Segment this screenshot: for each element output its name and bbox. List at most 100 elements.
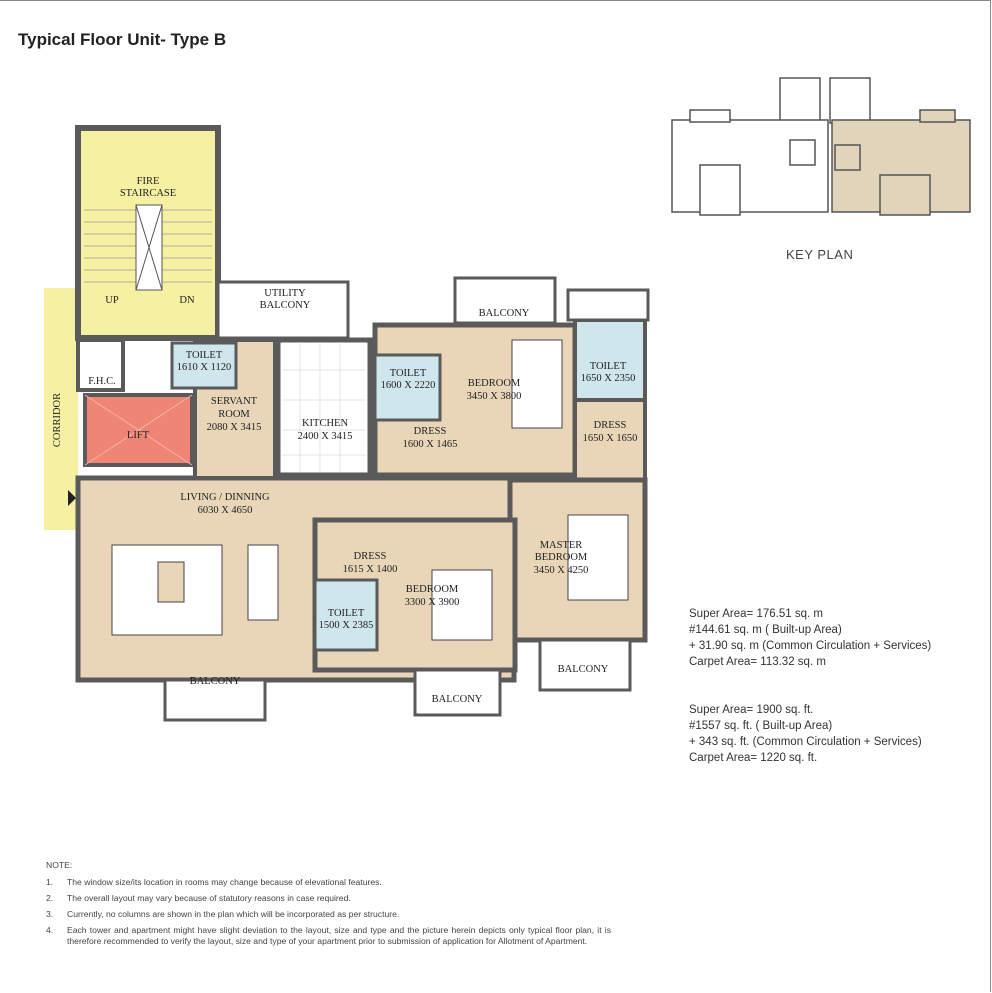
note-item: 1. The window size/its location in rooms … [46,877,611,888]
area-details: Super Area= 176.51 sq. m #144.61 sq. m (… [689,606,931,766]
label-dress-3: DRESS [354,551,387,562]
toilet-3-area [313,578,379,652]
label-toilet-servant: TOILET [186,350,223,361]
toilet-servant-area [170,341,238,390]
label-master-2: BEDROOM [535,552,588,563]
fhc-area [76,338,125,392]
note-number: 2. [46,893,54,903]
note-number: 3. [46,909,54,919]
label-master: MASTER [540,540,583,551]
label-dress-2-dim: 1650 X 1650 [583,433,638,444]
note-number: 1. [46,877,54,887]
note-text: Each tower and apartment might have slig… [67,925,611,946]
master-bed [567,514,629,601]
entry-arrow-icon [68,490,76,506]
label-living: LIVING / DINNING [180,492,270,503]
balcony-living-area [163,678,267,722]
label-utility: UTILITY [264,288,306,299]
label-toilet-3-dim: 1500 X 2385 [319,620,374,631]
label-toilet-2-dim: 1650 X 2350 [581,373,636,384]
label-bedroom-1: BEDROOM [468,378,521,389]
label-fire-staircase-2: STAIRCASE [120,188,176,199]
note-text: The window size/its location in rooms ma… [67,877,382,887]
super-area-metric: Super Area= 176.51 sq. m [689,608,823,620]
label-dress-2: DRESS [594,420,627,431]
lift-cross [84,394,193,466]
label-balcony-top: BALCONY [479,308,530,319]
label-servant-dim: 2080 X 3415 [207,422,262,433]
kitchen-tiles [282,342,366,472]
label-bedroom-2-dim: 3300 X 3900 [405,597,460,608]
label-fire-staircase: FIRE [137,176,160,187]
built-up-area-metric: #144.61 sq. m ( Built-up Area) [689,624,842,636]
toilet-2-area [573,318,647,402]
label-toilet-3: TOILET [328,608,365,619]
label-balcony-master: BALCONY [558,664,609,675]
label-living-dim: 6030 X 4650 [198,505,253,516]
label-lift: LIFT [127,430,150,441]
balcony-top-area [453,276,557,325]
bedroom-1-bed [511,339,563,429]
label-dress-1-dim: 1600 X 1465 [403,439,458,450]
label-dress-1: DRESS [414,426,447,437]
balcony-master-area [538,638,632,692]
dress-2-area [573,398,647,482]
label-servant: SERVANT [211,396,258,407]
carpet-area-imperial: Carpet Area= 1220 sq. ft. [689,752,818,764]
notes: NOTE: 1.The window size/its location in … [46,860,611,952]
label-dress-3-dim: 1615 X 1400 [343,564,398,575]
key-plan [671,77,971,216]
label-utility-2: BALCONY [260,300,311,311]
note-text: Currently, no columns are shown in the p… [67,909,400,919]
label-toilet-1: TOILET [390,368,427,379]
balcony-bedroom-area [413,668,502,717]
label-corridor: CORRIDOR [52,393,63,447]
page-title: Typical Floor Unit- Type B [18,30,227,49]
corridor-area [44,288,78,530]
label-balcony-living: BALCONY [190,676,241,687]
label-servant-2: ROOM [218,409,250,420]
carpet-area-metric: Carpet Area= 113.32 sq. m [689,656,826,668]
label-bedroom-1-dim: 3450 X 3800 [467,391,522,402]
super-area-imperial: Super Area= 1900 sq. ft. [689,704,814,716]
built-up-area-imperial: #1557 sq. ft. ( Built-up Area) [689,720,833,732]
utility-balcony-area [216,280,350,340]
toilet-1-area [373,353,442,422]
label-dn: DN [179,295,195,306]
label-toilet-servant-dim: 1610 X 1120 [177,362,231,373]
common-area-metric: + 31.90 sq. m (Common Circulation + Serv… [689,640,932,652]
stair-well-cross [135,204,163,291]
note-item: 4. Each tower and apartment might have sl… [46,925,611,947]
coffee-table [157,561,185,603]
dining-table [247,544,279,621]
label-toilet-1-dim: 1600 X 2220 [381,380,436,391]
bedroom-2-bed [431,569,493,641]
label-balcony-bedroom: BALCONY [432,694,483,705]
balcony-right-top [566,288,650,322]
label-up: UP [105,295,119,306]
label-master-dim: 3450 X 4250 [534,565,589,576]
note-item: 2. The overall layout may vary because of… [46,893,611,904]
label-fhc: F.H.C. [88,376,115,387]
label-toilet-2: TOILET [590,361,627,372]
label-bedroom-2: BEDROOM [406,584,459,595]
note-number: 4. [46,925,54,935]
note-text: The overall layout may vary because of s… [67,893,351,903]
common-area-imperial: + 343 sq. ft. (Common Circulation + Serv… [689,736,922,748]
